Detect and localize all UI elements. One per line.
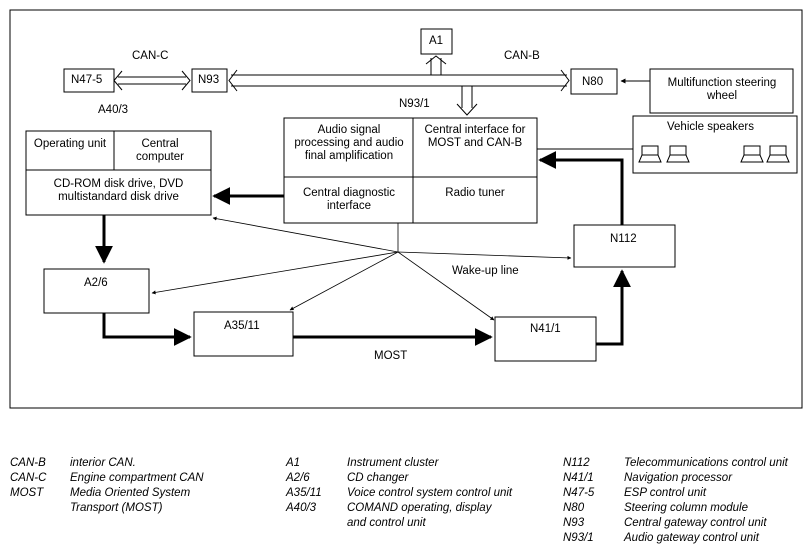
legend-code: MOST — [10, 487, 44, 499]
label-can-b: CAN-B — [504, 50, 540, 62]
legend-code — [10, 501, 70, 516]
legend-row: N93/1 Audio gateway control unit — [563, 531, 788, 546]
node-radio-tuner: Radio tuner — [445, 187, 505, 199]
legend-row: N47-5 ESP control unit — [563, 486, 788, 501]
legend-desc: Navigation processor — [624, 472, 733, 484]
legend-row: and control unit — [286, 516, 512, 531]
legend-desc: Voice control system control unit — [347, 487, 513, 499]
label-most: MOST — [374, 350, 408, 362]
node-n93: N93 — [198, 74, 220, 86]
legend-row: A40/3 COMAND operating, display — [286, 501, 512, 516]
node-a35-11: A35/11 — [224, 320, 260, 332]
legend-row: A1 Instrument cluster — [286, 456, 512, 471]
legend-desc: COMAND operating, display — [347, 502, 492, 514]
node-audio-proc: Audio signal processing and audio final … — [294, 124, 404, 162]
node-operating-unit: Operating unit — [33, 138, 107, 150]
node-a2-6: A2/6 — [84, 277, 108, 289]
box-n93 — [191, 68, 228, 93]
legend-row: N112 Telecommunications control unit — [563, 456, 788, 471]
box-msw — [649, 68, 794, 114]
legend-code: CAN-B — [10, 457, 46, 469]
legend-desc: Central gateway control unit — [624, 517, 767, 529]
legend-row: N93 Central gateway control unit — [563, 516, 788, 531]
node-n112: N112 — [610, 233, 637, 245]
node-central-computer: Central computer — [136, 138, 184, 163]
legend-code: N112 — [563, 457, 590, 469]
legend-desc: Telecommunications control unit — [624, 457, 788, 469]
box-n80 — [570, 68, 618, 95]
legend-desc: interior CAN. — [70, 457, 136, 469]
label-can-c: CAN-C — [132, 50, 169, 62]
legend-desc: ESP control unit — [624, 487, 707, 499]
most-ring — [95, 151, 631, 346]
box-a40-3 — [25, 130, 212, 216]
legend-code: N47-5 — [563, 487, 595, 499]
box-a1 — [420, 28, 453, 55]
node-central-diag: Central diagnostic interface — [302, 187, 396, 212]
legend-desc: Audio gateway control unit — [624, 532, 759, 544]
legend-desc: Engine compartment CAN — [70, 472, 204, 484]
legend-row: CAN-C Engine compartment CAN — [10, 471, 204, 486]
node-cdrom: CD-ROM disk drive, DVD multistandard dis… — [53, 178, 184, 203]
legend-desc: Instrument cluster — [347, 457, 439, 469]
node-a40-3: A40/3 — [98, 104, 129, 116]
legend-code: A2/6 — [286, 472, 310, 484]
legend-col3: N112 Telecommunications control unit N41/… — [563, 456, 788, 546]
legend-desc: CD changer — [347, 472, 409, 484]
legend-row: CAN-B interior CAN. — [10, 456, 204, 471]
legend-desc: Steering column module — [624, 502, 749, 514]
can-c-bus — [113, 70, 191, 91]
block-diagram — [9, 9, 803, 409]
can-b-bus — [228, 55, 570, 116]
box-n41-1 — [494, 316, 597, 362]
box-n93-1 — [283, 117, 538, 224]
node-n47-5: N47-5 — [71, 74, 103, 86]
box-a35-11 — [193, 311, 294, 357]
legend-code: A1 — [286, 457, 301, 469]
node-a1: A1 — [429, 35, 444, 47]
legend-row: Transport (MOST) — [10, 501, 204, 516]
legend-row: N80 Steering column module — [563, 501, 788, 516]
legend-code: N41/1 — [563, 472, 594, 484]
node-n80: N80 — [582, 76, 604, 88]
legend-desc: Media Oriented System — [70, 487, 191, 499]
legend-desc: Transport (MOST) — [70, 502, 163, 514]
legend-code: CAN-C — [10, 472, 47, 484]
legend-row: A2/6 CD changer — [286, 471, 512, 486]
box-speakers — [632, 115, 798, 174]
legend-code: N93 — [563, 517, 585, 529]
node-vehicle-speakers: Vehicle speakers — [667, 121, 754, 133]
speaker-icons — [638, 145, 790, 163]
legend-col1: CAN-B interior CAN. CAN-C Engine compartme… — [10, 456, 204, 516]
legend-row: MOST Media Oriented System — [10, 486, 204, 501]
legend-row: N41/1 Navigation processor — [563, 471, 788, 486]
legend-code: N93/1 — [563, 532, 594, 544]
node-n41-1: N41/1 — [530, 323, 561, 335]
wakeup-lines — [151, 216, 572, 321]
legend-col2: A1 Instrument cluster A2/6 CD changer A35/… — [286, 456, 512, 531]
node-msw: Multifunction steering wheel — [667, 77, 777, 102]
legend-code — [286, 516, 347, 531]
legend-desc: and control unit — [347, 517, 426, 529]
legend-code: N80 — [563, 502, 585, 514]
outer-frame — [9, 9, 803, 409]
box-n112 — [573, 224, 676, 268]
box-a2-6 — [43, 268, 150, 314]
node-n93-1: N93/1 — [399, 98, 430, 110]
node-central-iface: Central interface for MOST and CAN-B — [424, 124, 526, 149]
legend-code: A40/3 — [286, 502, 317, 514]
legend-code: A35/11 — [286, 487, 322, 499]
legend-row: A35/11 Voice control system control unit — [286, 486, 512, 501]
label-wakeup: Wake-up line — [452, 265, 519, 277]
